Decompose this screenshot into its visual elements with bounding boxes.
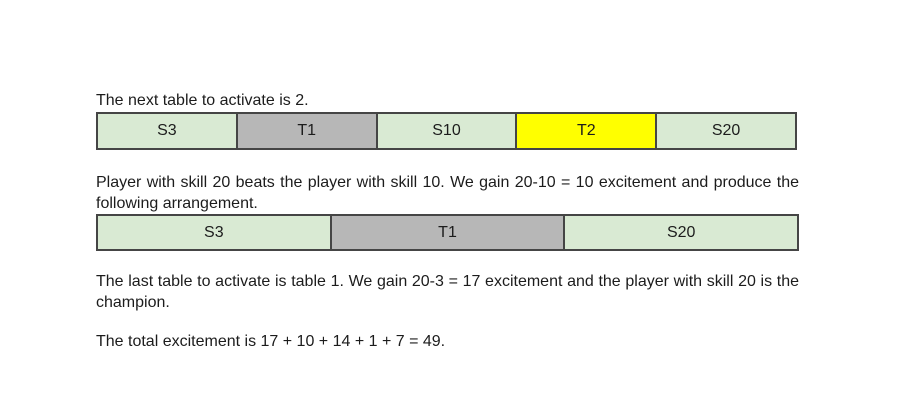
intro-text: The next table to activate is 2. — [96, 92, 309, 109]
arrangement-cell-s20: S20 — [563, 214, 800, 251]
arrangement-cell-t1: T1 — [235, 112, 378, 150]
arrangement-cell-t1: T1 — [329, 214, 566, 251]
step2-text: Player with skill 20 beats the player wi… — [96, 174, 799, 212]
step3-text: The last table to activate is table 1. W… — [96, 273, 799, 311]
arrangement-cell-t2: T2 — [515, 112, 658, 150]
arrangement-cell-s20: S20 — [655, 112, 797, 150]
arrangement-cell-s3: S3 — [96, 112, 238, 150]
total-excitement-text: The total excitement is 17 + 10 + 14 + 1… — [96, 333, 446, 350]
arrangement-cell-s10: S10 — [375, 112, 518, 150]
arrangement-cell-s3: S3 — [96, 214, 332, 251]
